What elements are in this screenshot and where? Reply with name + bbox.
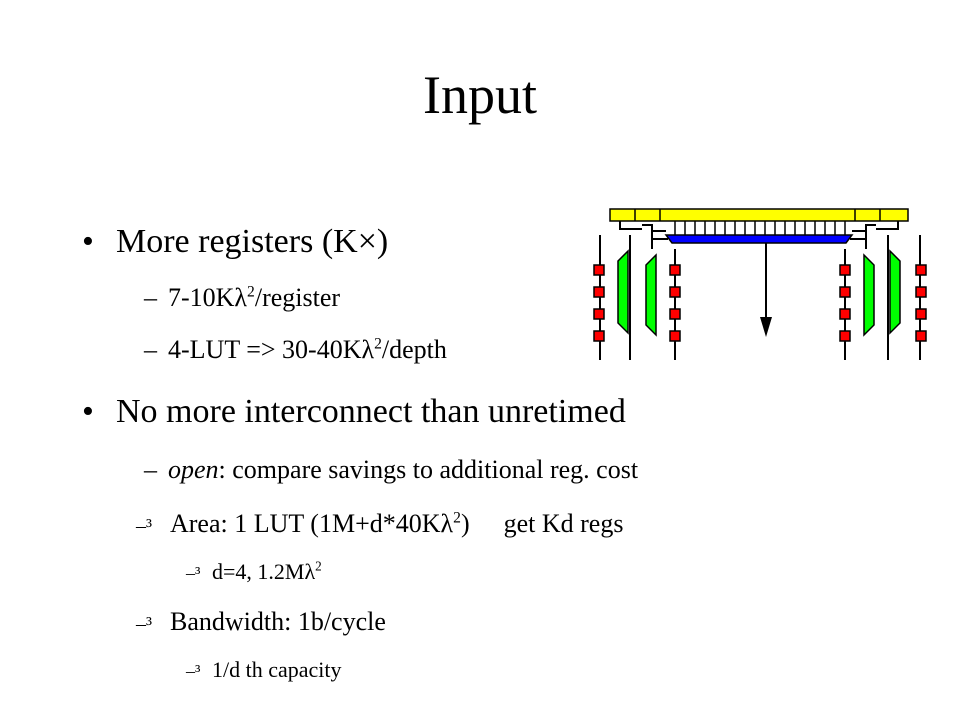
sub-text: 4-LUT => 30-40Kλ (168, 335, 375, 364)
mux-right-1 (863, 253, 875, 337)
register-red-group (593, 264, 927, 342)
bus-top-yellow (609, 208, 909, 222)
bullet-text: No more interconnect than unretimed (116, 393, 626, 430)
superscript: 2 (374, 335, 382, 353)
mux-right-2 (889, 249, 901, 335)
bus-blue (664, 234, 854, 244)
output-arrow-head (760, 317, 772, 337)
subsub-text: d=4, 1.2Mλ (212, 559, 316, 584)
bullet-interconnect: • No more interconnect than unretimed (82, 392, 626, 432)
subsub-capacity: –³ 1/d th capacity (186, 656, 342, 685)
bus-ticks (674, 221, 846, 235)
bullet-glyph: • (82, 393, 94, 430)
sub-text-tail: get Kd regs (503, 509, 624, 538)
subsub-d4: –³ d=4, 1.2Mλ2 (186, 558, 322, 587)
sub-text: 7-10Kλ (168, 283, 248, 312)
bullet-text: More registers (K×) (116, 223, 389, 260)
mux-left-1 (617, 249, 629, 335)
sub-open-question: –open: compare savings to additional reg… (144, 454, 638, 486)
sub-text-suffix: ) (460, 509, 470, 538)
subsub-text: 1/d th capacity (212, 657, 342, 682)
superscript: 2 (453, 509, 461, 527)
sub-text: Area: 1 LUT (1M+d*40Kλ (170, 509, 454, 538)
sub-text-suffix: /depth (381, 335, 447, 364)
sub-text: : compare savings to additional reg. cos… (218, 455, 639, 484)
sub-bandwidth: –³ Bandwidth: 1b/cycle (136, 606, 386, 640)
superscript: 2 (315, 558, 322, 574)
bullet-glyph: • (82, 223, 94, 260)
dash-glyph: – (144, 455, 157, 484)
bullet-more-registers: • More registers (K×) (82, 222, 388, 262)
sub-text-suffix: /register (254, 283, 341, 312)
register-interconnect-diagram (593, 208, 927, 360)
dash-glyph: – (144, 335, 157, 364)
bus-top-dividers (634, 209, 881, 221)
sub-register-cost: –7-10Kλ2/register (144, 282, 340, 314)
mux-green-group (617, 249, 901, 337)
sub-glyph: –³ (136, 515, 152, 537)
sub-area: –³ Area: 1 LUT (1M+d*40Kλ2) get Kd regs (136, 508, 623, 542)
sub-glyph: –³ (136, 613, 152, 635)
mux-left-2 (645, 253, 657, 337)
sub-text: Bandwidth: 1b/cycle (170, 607, 386, 636)
dash-glyph: – (144, 283, 157, 312)
emphasis-open: open (168, 455, 219, 484)
sub-lut-depth: –4-LUT => 30-40Kλ2/depth (144, 334, 447, 366)
slide-title: Input (423, 65, 537, 125)
sub-glyph: –³ (186, 563, 201, 583)
superscript: 2 (247, 283, 255, 301)
sub-glyph: –³ (186, 661, 201, 681)
